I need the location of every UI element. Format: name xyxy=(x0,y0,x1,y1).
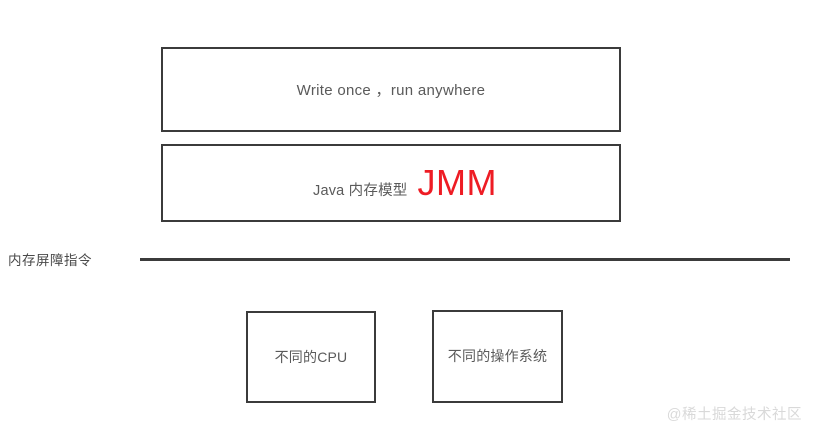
memory-barrier-divider-line xyxy=(140,258,790,261)
box-write-once-label: Write once ，run anywhere xyxy=(296,82,486,99)
memory-barrier-label: 内存屏障指令 xyxy=(8,253,92,268)
box-different-cpu: 不同的CPU xyxy=(246,311,376,403)
box-java-memory-model: Java 内存模型 JMM xyxy=(161,144,621,222)
box-different-operating-system: 不同的操作系统 xyxy=(432,310,563,403)
jmm-acronym-label: JMM xyxy=(417,162,497,203)
watermark-text: @稀土掘金技术社区 xyxy=(666,407,802,423)
jmm-chinese-label: Java 内存模型 xyxy=(313,183,408,199)
box-different-operating-system-label: 不同的操作系统 xyxy=(447,348,548,365)
box-write-once-run-anywhere: Write once ，run anywhere xyxy=(161,47,621,132)
box-different-cpu-label: 不同的CPU xyxy=(274,348,348,365)
jmm-label-group: Java 内存模型 JMM xyxy=(313,165,497,201)
